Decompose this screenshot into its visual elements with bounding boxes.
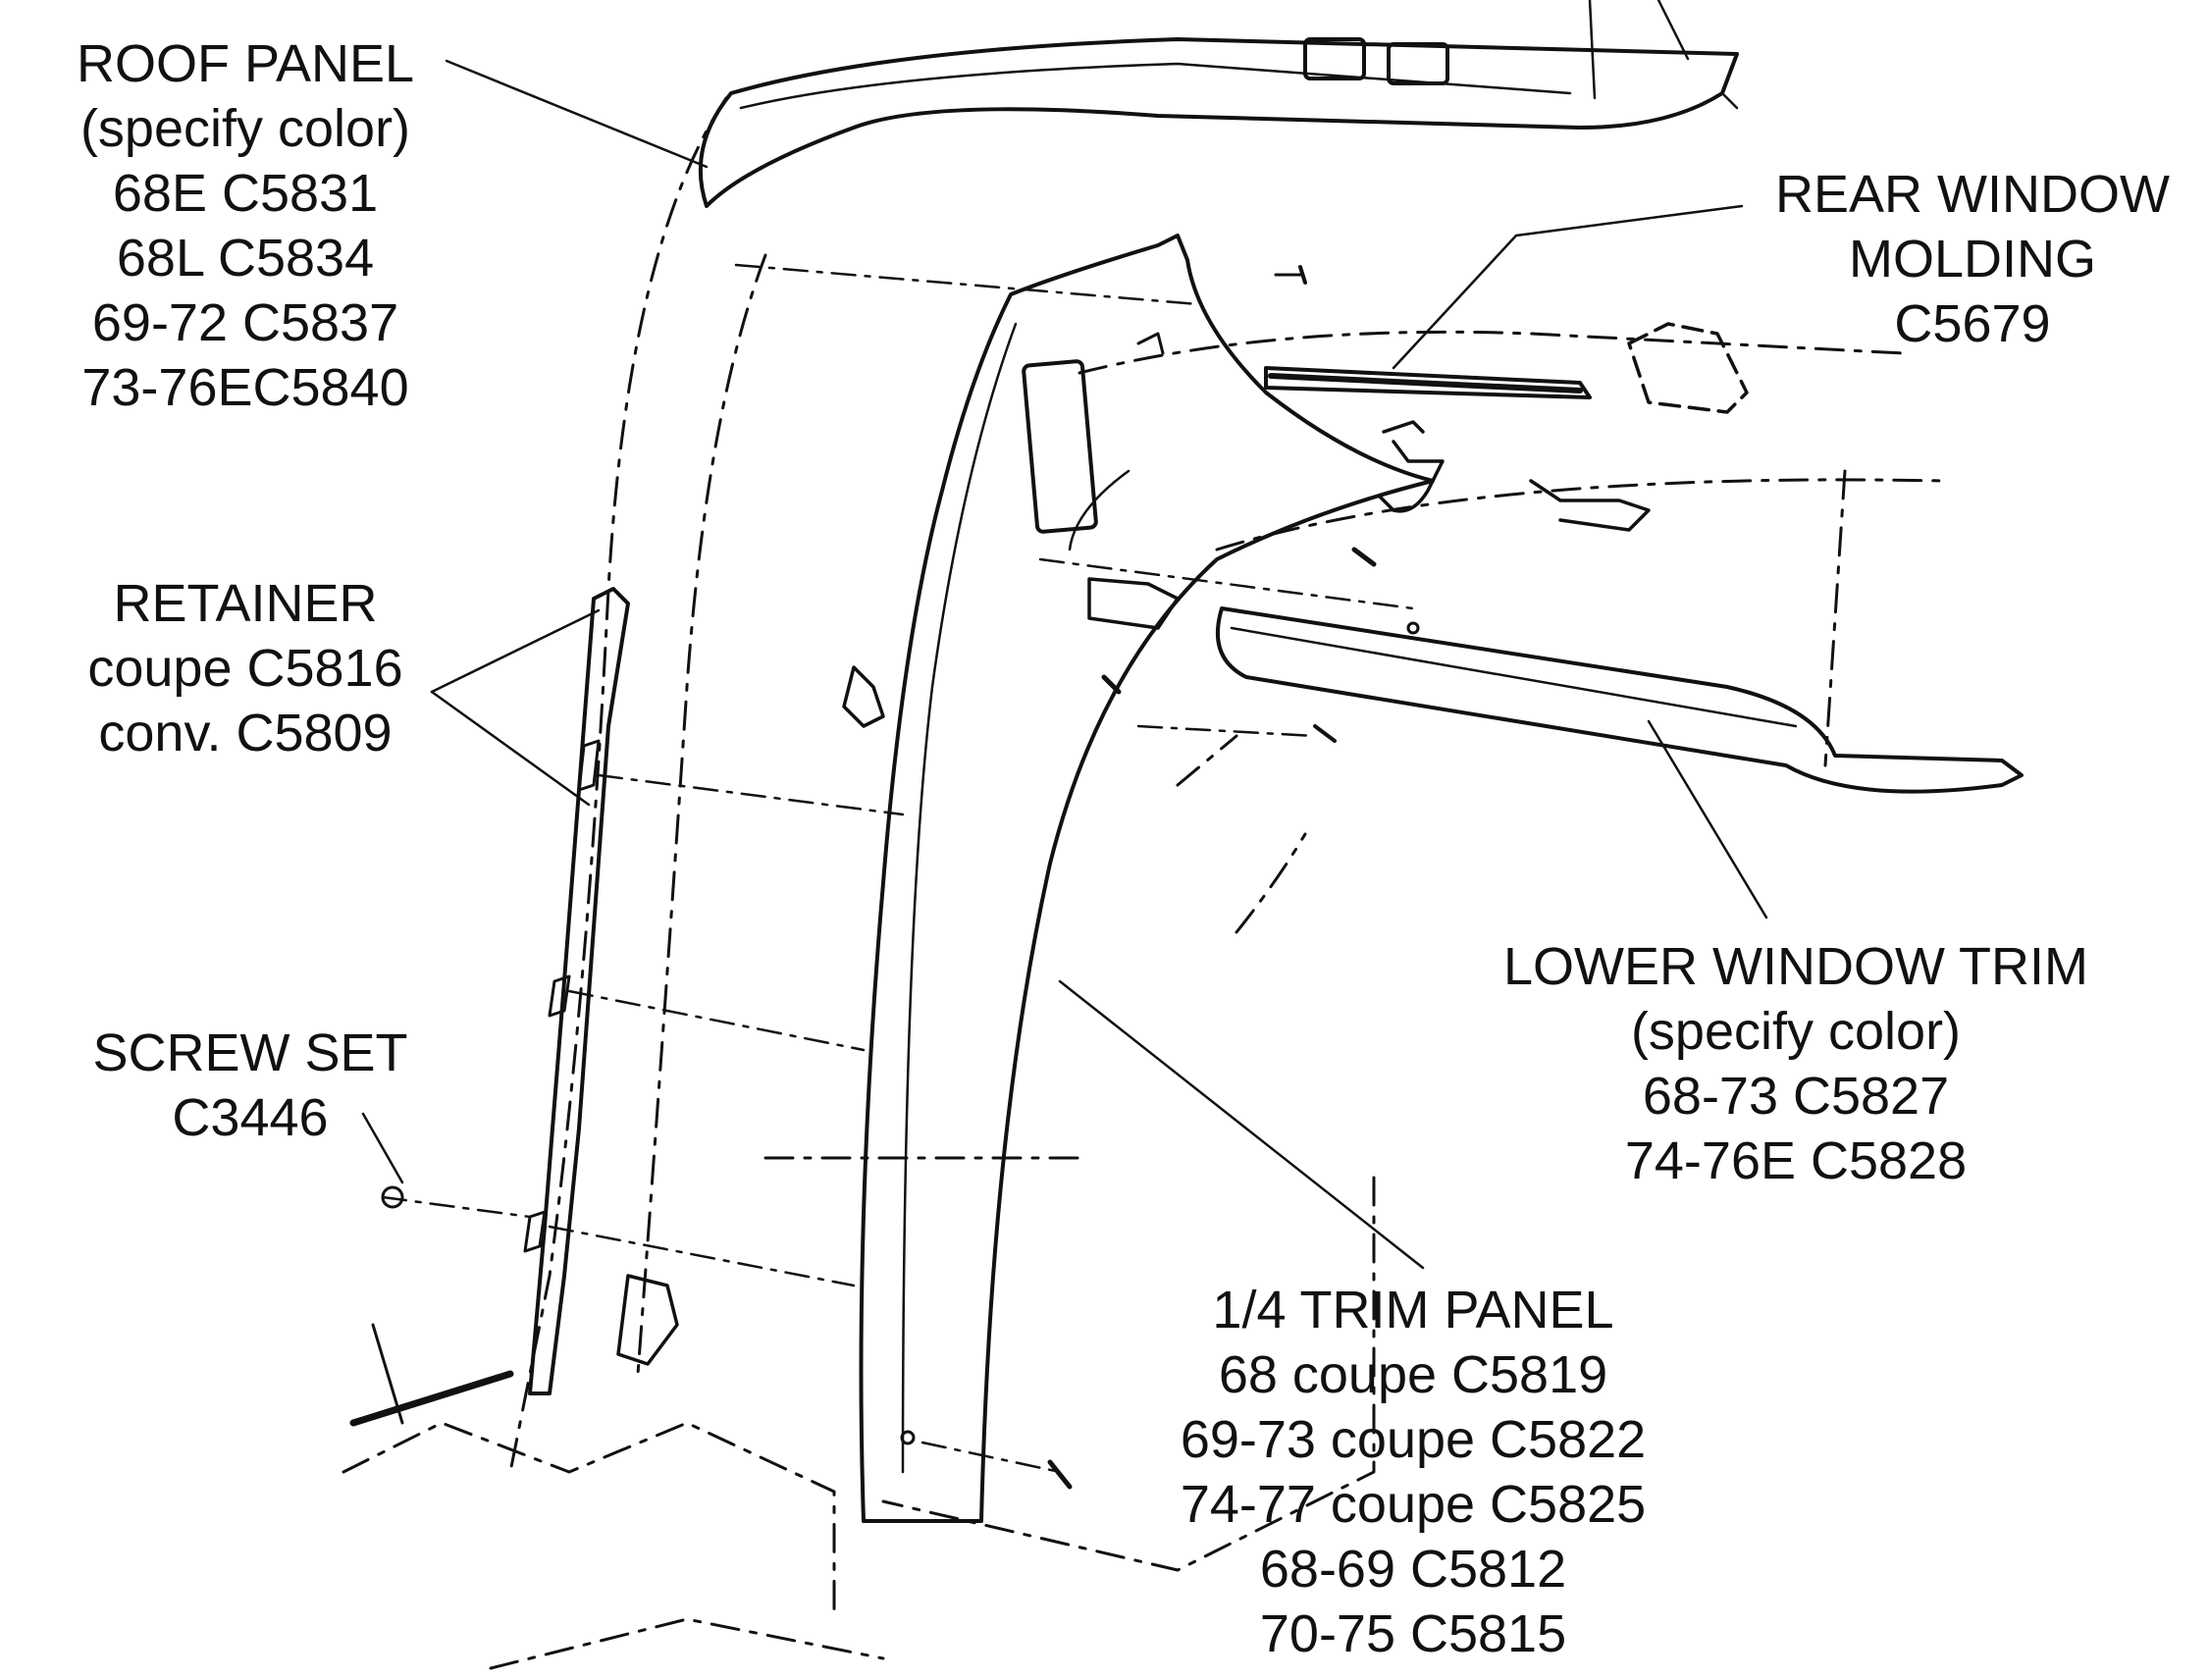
roof-panel-part-number: 73-76EC5840 [81,358,409,417]
clip-brackets [616,322,1749,1366]
roof-panel-part [698,0,1739,208]
lower-window-trim-part-number: 74-76E C5828 [1624,1131,1968,1190]
screw-set-callout: SCREW SET C3446 [54,1021,447,1150]
quarter-trim-panel-part [859,234,1435,1523]
rear-window-molding-part-number: C5679 [1894,294,2051,353]
quarter-trim-panel-part-number: 70-75 C5815 [1259,1604,1567,1663]
screw-set-part-number: C3446 [172,1088,329,1147]
quarter-trim-panel-callout: 1/4 TRIM PANEL 68 coupe C5819 69-73 coup… [1129,1278,1698,1666]
rear-window-molding-title: REAR WINDOW [1775,165,2170,224]
retainer-part [523,587,630,1395]
quarter-trim-panel-part-number: 74-77 coupe C5825 [1180,1475,1647,1534]
roof-panel-title: ROOF PANEL [76,34,415,93]
quarter-trim-panel-part-number: 68 coupe C5819 [1218,1345,1608,1404]
rear-window-molding-part [1264,366,1592,399]
fasteners [349,263,1415,1490]
roof-panel-part-number: 68L C5834 [116,229,375,288]
quarter-trim-panel-part-number: 69-73 coupe C5822 [1180,1410,1647,1469]
retainer-title: RETAINER [113,574,378,633]
body-structure-outline [342,96,1945,1670]
roof-panel-part-number: 68E C5831 [112,164,379,223]
quarter-trim-panel-title: 1/4 TRIM PANEL [1212,1281,1614,1339]
lower-window-trim-part-number: 68-73 C5827 [1642,1067,1950,1126]
leader-lines [361,59,1768,1270]
lower-window-trim-callout: LOWER WINDOW TRIM (specify color) 68-73 … [1452,934,2139,1193]
retainer-part-number: conv. C5809 [98,704,393,762]
quarter-trim-panel-part-number: 68-69 C5812 [1259,1540,1567,1599]
screw-set-title: SCREW SET [92,1024,408,1082]
lower-window-trim-note: (specify color) [1630,1002,1962,1061]
lower-window-trim-part [1215,606,2024,794]
retainer-callout: RETAINER coupe C5816 conv. C5809 [49,571,442,765]
roof-panel-note: (specify color) [79,99,411,158]
lower-window-trim-title: LOWER WINDOW TRIM [1503,937,2088,996]
rear-window-molding-title: MOLDING [1848,230,2097,289]
retainer-part-number: coupe C5816 [87,639,403,698]
roof-panel-callout: ROOF PANEL (specify color) 68E C5831 68L… [39,31,451,420]
roof-panel-part-number: 69-72 C5837 [91,293,399,352]
rear-window-molding-callout: REAR WINDOW MOLDING C5679 [1747,162,2198,356]
